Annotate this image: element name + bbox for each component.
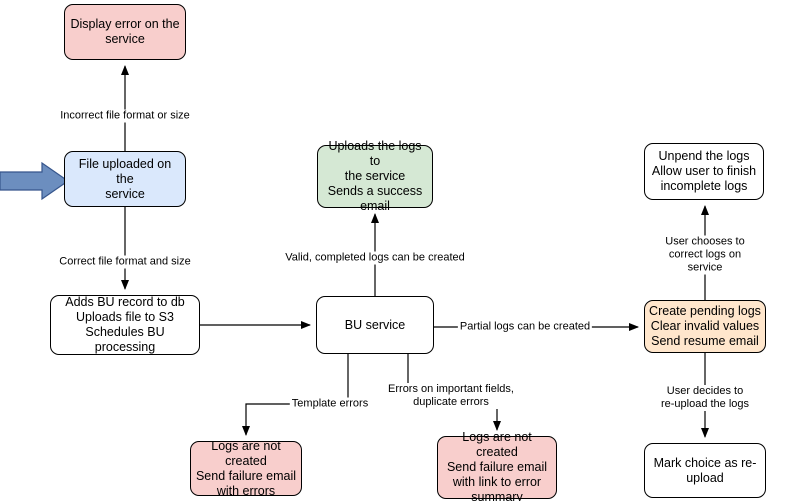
node-create-pending-logs[interactable]: Create pending logs Clear invalid values… xyxy=(644,300,766,353)
edge-bu-to-template-errors xyxy=(242,354,349,436)
edge-label-user-reuploads: User decides to re-upload the logs xyxy=(657,385,753,411)
node-mark-choice-reupload[interactable]: Mark choice as re- upload xyxy=(644,443,766,498)
edge-label-partial-logs: Partial logs can be created xyxy=(457,320,593,334)
node-unpend-logs[interactable]: Unpend the logs Allow user to finish inc… xyxy=(644,143,764,200)
edge-label-correct-format: Correct file format and size xyxy=(57,255,193,269)
node-file-uploaded[interactable]: File uploaded on the service xyxy=(64,151,186,207)
input-block-arrow xyxy=(0,161,70,201)
edge-label-important-field-errors: Errors on important fields, duplicate er… xyxy=(386,383,516,409)
node-logs-not-created-errors[interactable]: Logs are not created Send failure email … xyxy=(190,439,302,498)
edge-label-user-corrects-logs: User chooses to correct logs on service xyxy=(657,235,753,275)
node-bu-service[interactable]: BU service xyxy=(316,296,434,354)
node-uploads-logs[interactable]: Uploads the logs to the service Sends a … xyxy=(317,139,433,213)
node-display-error[interactable]: Display error on the service xyxy=(64,4,186,60)
node-adds-bu-record[interactable]: Adds BU record to db Uploads file to S3 … xyxy=(50,295,200,355)
node-logs-not-created-summary[interactable]: Logs are not created Send failure email … xyxy=(437,430,557,501)
edge-label-template-errors: Template errors xyxy=(289,397,371,411)
edge-label-valid-completed-logs: Valid, completed logs can be created xyxy=(283,251,467,265)
edge-label-incorrect-format: Incorrect file format or size xyxy=(58,109,192,123)
